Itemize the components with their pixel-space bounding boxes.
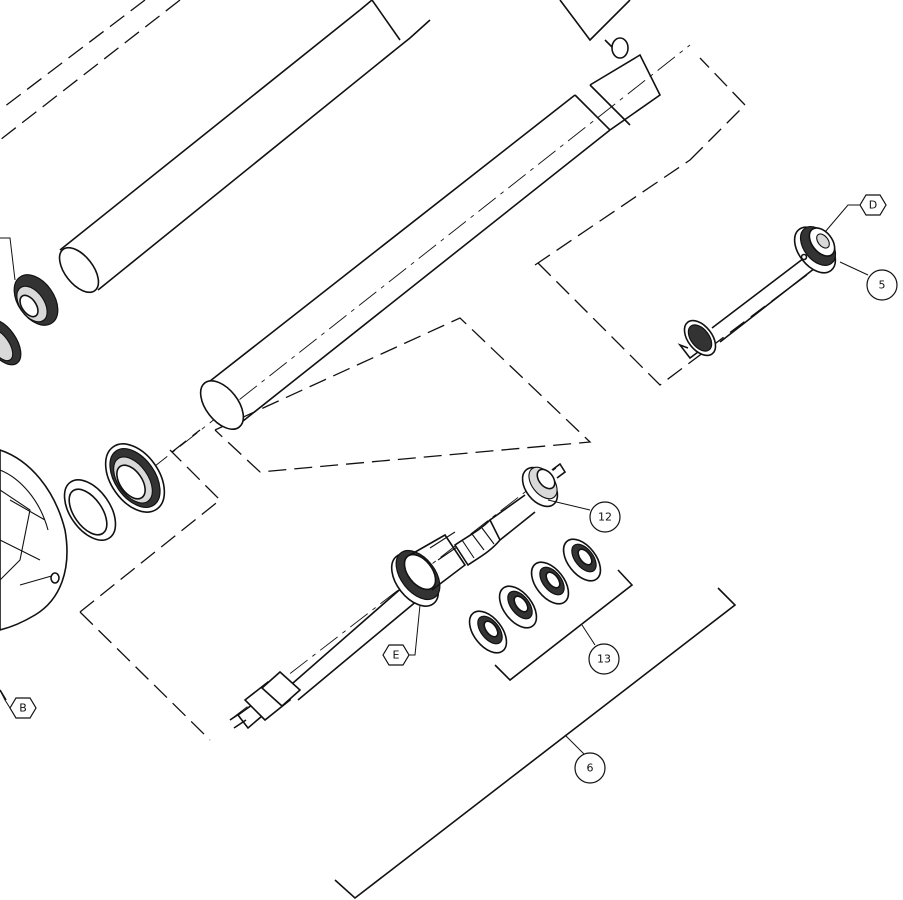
- stanchion-right: [199, 0, 662, 430]
- callout-13-label: 13: [597, 653, 611, 666]
- bushing-2: [498, 585, 538, 629]
- callout-12-label: 12: [598, 511, 612, 524]
- bushing-3: [530, 561, 570, 605]
- leader-5: [839, 261, 869, 276]
- callout-e-label: E: [393, 649, 400, 662]
- bushing-set: [468, 538, 634, 682]
- callout-6-label: 6: [587, 762, 594, 775]
- leader-13: [581, 624, 596, 646]
- lower-leg-casting: [0, 449, 68, 701]
- boundary-spacer: [171, 429, 201, 453]
- boundary-cartridge-top: [537, 262, 821, 386]
- group-boundaries: [0, 0, 821, 741]
- leader-left-top: [0, 237, 16, 281]
- callout-5-label: 5: [879, 279, 886, 292]
- bushing-4: [562, 538, 602, 582]
- callout-d: D: [859, 194, 887, 216]
- callout-b-label: B: [19, 702, 27, 715]
- boundary-seal-group: [79, 449, 221, 741]
- boundary-damper-group: [534, 57, 746, 266]
- cartridge-top: [677, 226, 837, 360]
- damper-rod: [229, 462, 567, 730]
- callout-5: 5: [866, 269, 898, 301]
- leader-b: [0, 689, 11, 709]
- bushing-left-top: [13, 274, 59, 326]
- dust-seal: [104, 443, 166, 513]
- boundary-rod-group: [214, 317, 592, 473]
- bushing-left-mid: [0, 318, 22, 366]
- bushing-1: [468, 610, 508, 654]
- boundary-top-left: [0, 0, 181, 141]
- foam-ring: [63, 479, 117, 541]
- leader-e: [405, 604, 421, 656]
- callout-12: 12: [589, 501, 621, 533]
- callout-e: E: [382, 644, 410, 666]
- bracket-13: [494, 569, 634, 682]
- bracket-6: [334, 587, 737, 900]
- stanchion-left: [58, 0, 431, 294]
- callout-6: 6: [574, 752, 606, 784]
- callout-d-label: D: [869, 199, 877, 212]
- leader-12: [547, 499, 591, 511]
- callout-13: 13: [588, 643, 620, 675]
- leader-6: [564, 734, 586, 756]
- boundary-left-tube: [0, 0, 146, 111]
- callout-b: B: [9, 697, 37, 719]
- centerline-damper: [149, 44, 691, 471]
- leader-d: [824, 204, 860, 233]
